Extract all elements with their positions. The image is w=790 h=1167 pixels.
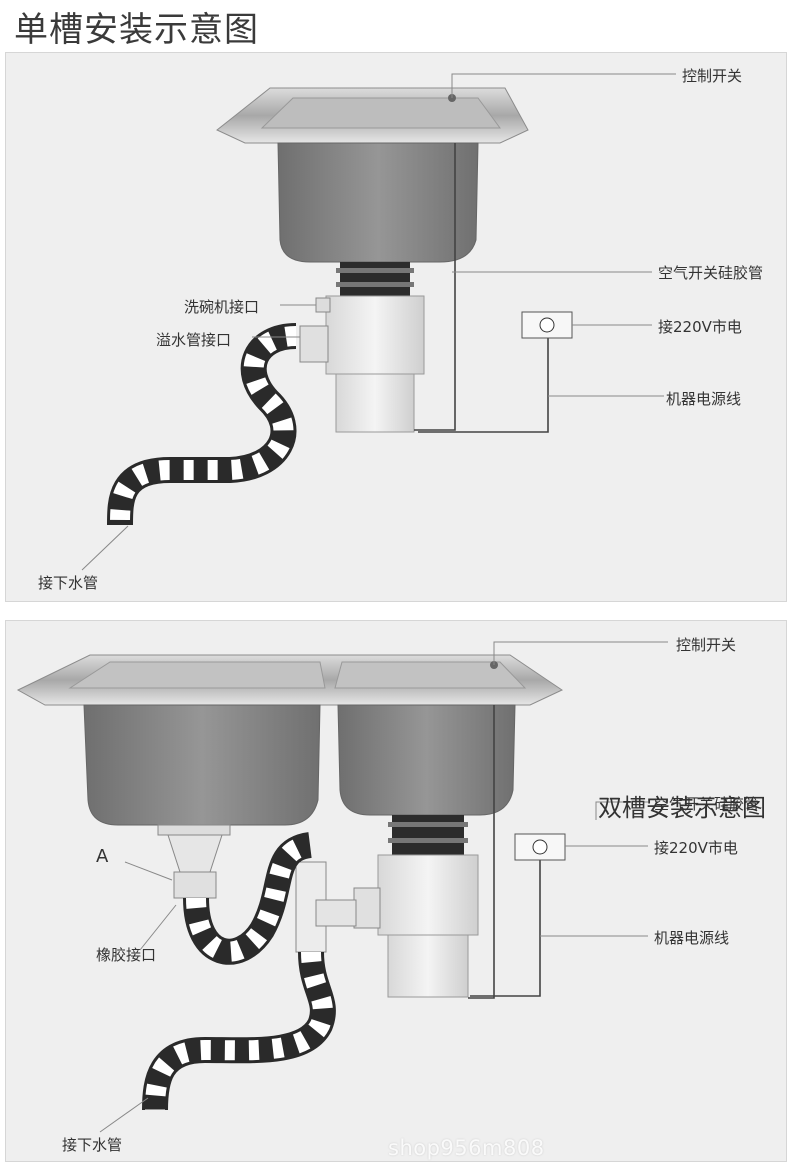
double-label-power-220v: 接220V市电: [654, 839, 738, 857]
double-sink: [16, 654, 564, 826]
double-connector-hose: [183, 832, 313, 965]
single-label-air-switch-tube: 空气开关硅胶管: [658, 264, 764, 282]
double-left-drain: [157, 824, 231, 899]
double-label-air-switch-tube: 空气开关硅胶管: [654, 795, 760, 813]
dishwasher-inlet: [315, 297, 331, 313]
single-wiring: [414, 143, 549, 433]
overflow-inlet: [299, 325, 329, 363]
double-drain-hose: [142, 951, 336, 1111]
single-sink: [216, 87, 529, 263]
double-label-rubber-joint: 橡胶接口: [96, 946, 157, 964]
double-wiring: [468, 705, 541, 999]
page-title-double: 双槽安装示意图: [598, 794, 766, 822]
double-label-control-switch: 控制开关: [676, 636, 737, 654]
watermark: shop956m808: [388, 1136, 545, 1160]
single-label-power-220v: 接220V市电: [658, 318, 742, 336]
double-label-power-cord: 机器电源线: [654, 929, 730, 947]
single-drain-hose: [107, 323, 297, 526]
single-leader-lines: [81, 73, 676, 571]
single-label-overflow-port: 溢水管接口: [156, 331, 232, 349]
double-label-drain-pipe: 接下水管: [62, 1136, 123, 1154]
single-label-dishwasher-port: 洗碗机接口: [184, 298, 260, 316]
double-leader-lines: [99, 641, 668, 1133]
single-label-control-switch: 控制开关: [682, 67, 743, 85]
single-label-power-cord: 机器电源线: [666, 390, 742, 408]
page-title-single: 单槽安装示意图: [14, 10, 259, 50]
single-disposer: [299, 262, 425, 433]
double-label-marker-a: A: [96, 846, 109, 867]
double-disposer: [353, 815, 479, 998]
single-label-drain-pipe: 接下水管: [38, 574, 99, 592]
